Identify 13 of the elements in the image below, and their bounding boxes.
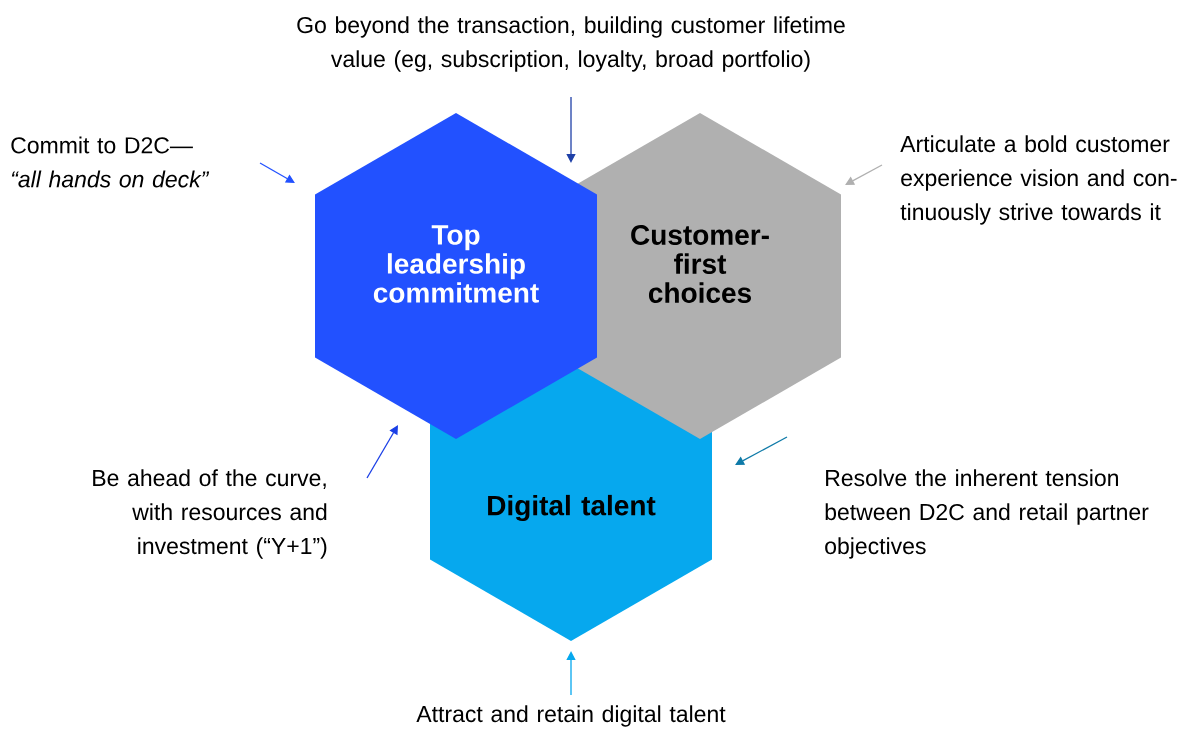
annotation-text: Go beyond the transaction, building customer lifetime value (eg, subscription, loyalty, broad portfolio) [297, 16, 845, 72]
hexagon: Top leadership commitment [315, 113, 597, 439]
arrow [735, 436, 788, 465]
annotation-text: Articulate a bold customer experience vision and con-tinuously strive towards it [900, 135, 1177, 225]
arrow [845, 164, 883, 185]
annotation-text: Attract and retain digital talent [416, 705, 726, 727]
arrow [566, 96, 576, 163]
annotation-text: Resolve the inherent tension between D2C and retail partner objectives [825, 469, 1149, 559]
annotation-text: Commit to D2C— “all hands on deck” [11, 136, 210, 188]
annotation-text: Be ahead of the curve, with resources and investment (“Y+1”) [93, 469, 327, 559]
arrow [259, 162, 295, 183]
arrow [566, 651, 576, 696]
arrow [366, 425, 398, 479]
